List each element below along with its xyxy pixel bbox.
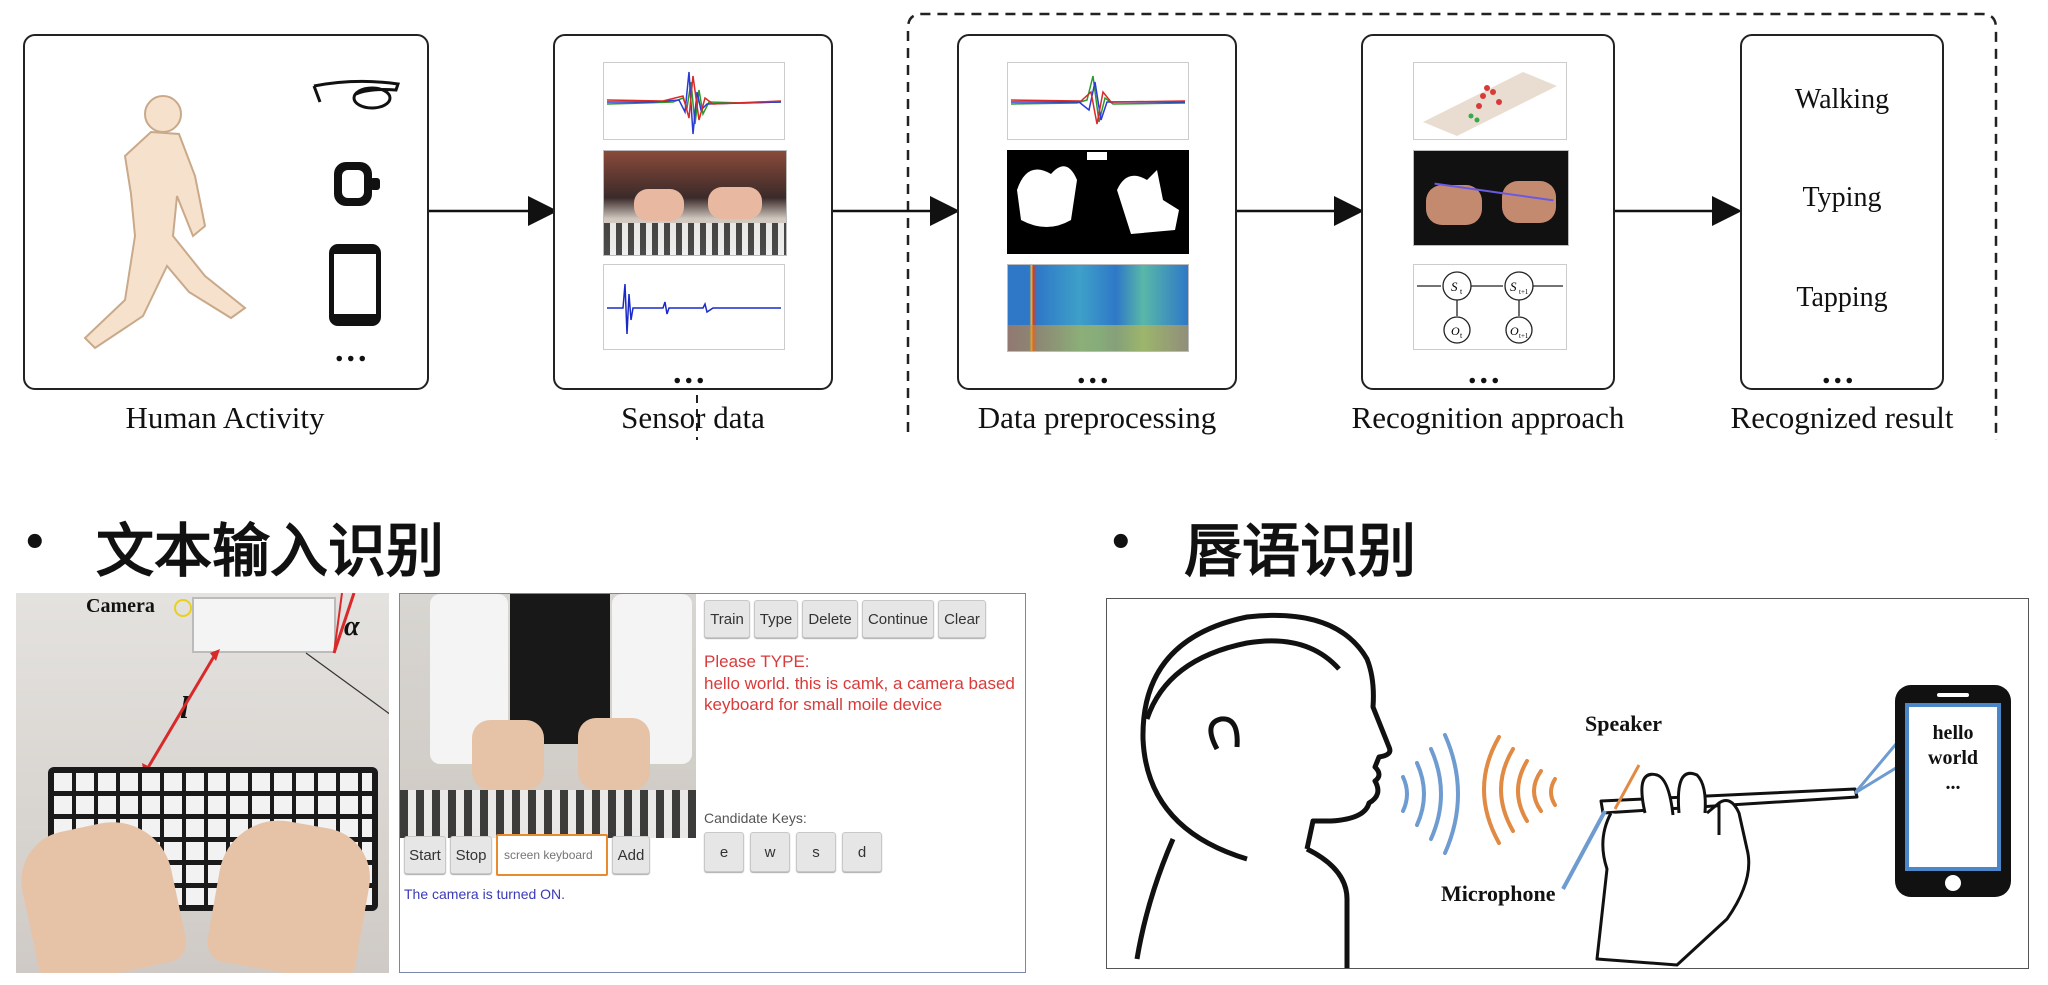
hmm-o1: O <box>1451 324 1460 338</box>
start-button[interactable]: Start <box>404 836 446 874</box>
prompt-title: Please TYPE: <box>704 652 810 671</box>
lip-reading-illustration <box>1134 612 2011 968</box>
svg-text:t: t <box>1460 331 1463 340</box>
sound-wave <box>1401 775 1409 813</box>
heading-lip-reading: 唇语识别 <box>1184 517 1417 585</box>
bullet: • <box>1108 520 1134 566</box>
smartwatch-icon <box>334 162 380 206</box>
stage-human-activity: ... <box>23 34 429 390</box>
result-walking: Walking <box>1794 84 1890 115</box>
camera-marker <box>174 599 192 617</box>
caption-sensor-data: Sensor data <box>621 400 765 435</box>
train-button[interactable]: Train <box>704 600 750 638</box>
audio-signal-plot <box>603 264 785 350</box>
candidate-key-d[interactable]: d <box>842 832 882 872</box>
hmm-o2: O <box>1510 324 1519 338</box>
spectrogram <box>1007 264 1189 352</box>
prompt-text-line2: keyboard for small moile device <box>704 695 943 714</box>
screen-keyboard-field[interactable] <box>496 834 608 876</box>
result-typing: Typing <box>1802 182 1882 213</box>
reflected-wave <box>1532 769 1543 813</box>
camera-preview <box>400 594 696 838</box>
smartphone-icon <box>1895 685 2011 897</box>
continue-button[interactable]: Continue <box>862 600 934 638</box>
stage-sensor-data: ... <box>553 34 833 391</box>
waveform-plot <box>603 62 785 140</box>
candidate-key-e[interactable]: e <box>704 832 744 872</box>
stage-recognized-result: Walking Typing Tapping ... <box>1740 34 1944 391</box>
filtered-waveform-plot <box>1007 62 1189 140</box>
bullet: • <box>22 520 48 566</box>
microphone-label: Microphone <box>1441 881 1556 906</box>
phone-text-line: world <box>1928 747 1978 769</box>
svg-text:t+1: t+1 <box>1519 288 1529 296</box>
ellipsis: ... <box>1468 354 1503 391</box>
caption-recognition-approach: Recognition approach <box>1351 400 1625 435</box>
hand-with-phone-icon <box>1595 771 1859 967</box>
add-button[interactable]: Add <box>612 836 650 874</box>
reflected-wave <box>1516 759 1529 823</box>
phone-text-line: hello <box>1932 722 1974 744</box>
prompt-text-line1: hello world. this is camk, a camera base… <box>704 674 1015 693</box>
candidate-keys-label: Candidate Keys: <box>704 810 807 826</box>
reflected-wave <box>1482 735 1501 845</box>
camk-setup-photo: Camera α l <box>16 593 389 973</box>
walking-person-icon <box>83 95 247 350</box>
ellipsis: ... <box>1077 354 1112 391</box>
clear-button[interactable]: Clear <box>938 600 986 638</box>
phone-screen-text: hello world ... <box>1907 721 1999 796</box>
sound-wave <box>1443 733 1460 855</box>
hand-keypoints-photo <box>1413 150 1569 246</box>
reflected-wave <box>1549 777 1557 807</box>
typing-photo <box>603 150 787 256</box>
phone-on-stand <box>192 597 336 653</box>
ellipsis: ... <box>673 354 708 391</box>
type-button[interactable]: Type <box>754 600 798 638</box>
sound-wave <box>1429 747 1443 841</box>
lip-reading-panel: Speaker Microphone hello world ... <box>1106 598 2029 969</box>
svg-text:t: t <box>1460 287 1463 296</box>
dashed-region <box>696 12 1998 440</box>
stop-button[interactable]: Stop <box>450 836 492 874</box>
result-tapping: Tapping <box>1796 282 1888 313</box>
phone-text-line: ... <box>1945 772 1961 794</box>
pipeline-arrows <box>428 196 1742 226</box>
candidate-key-s[interactable]: s <box>796 832 836 872</box>
caption-human-activity: Human Activity <box>125 400 325 435</box>
stage-data-preprocessing: ... <box>957 34 1237 391</box>
candidate-key-w[interactable]: w <box>750 832 790 872</box>
camk-app-screen: Train Type Delete Continue Clear Please … <box>399 593 1026 973</box>
hmm-diagram: S t S t+1 O t O t+1 <box>1413 264 1567 350</box>
stage-recognition-approach: S t S t+1 O t O t+1 ... <box>1361 34 1615 391</box>
smart-glasses-icon <box>312 79 400 110</box>
head-profile-icon <box>1134 612 1393 968</box>
heading-text-input-recognition: 文本输入识别 <box>96 517 445 585</box>
sound-wave <box>1415 761 1426 827</box>
ellipsis: ... <box>1822 354 1857 391</box>
hmm-s2: S <box>1510 279 1517 294</box>
cluster-3d-plot <box>1413 62 1567 140</box>
reflected-wave <box>1499 747 1515 833</box>
ellipsis: ... <box>335 332 370 369</box>
hmm-s1: S <box>1451 279 1458 294</box>
speaker-label: Speaker <box>1585 711 1662 736</box>
status-text: The camera is turned ON. <box>404 886 566 902</box>
camera-label: Camera <box>86 595 155 617</box>
smartphone-icon <box>329 244 381 326</box>
alpha-label: α <box>344 611 360 642</box>
caption-data-preprocessing: Data preprocessing <box>977 400 1217 435</box>
binary-hand-mask <box>1007 150 1189 254</box>
svg-text:t+1: t+1 <box>1519 332 1529 340</box>
delete-button[interactable]: Delete <box>802 600 858 638</box>
caption-recognized-result: Recognized result <box>1730 400 1954 435</box>
